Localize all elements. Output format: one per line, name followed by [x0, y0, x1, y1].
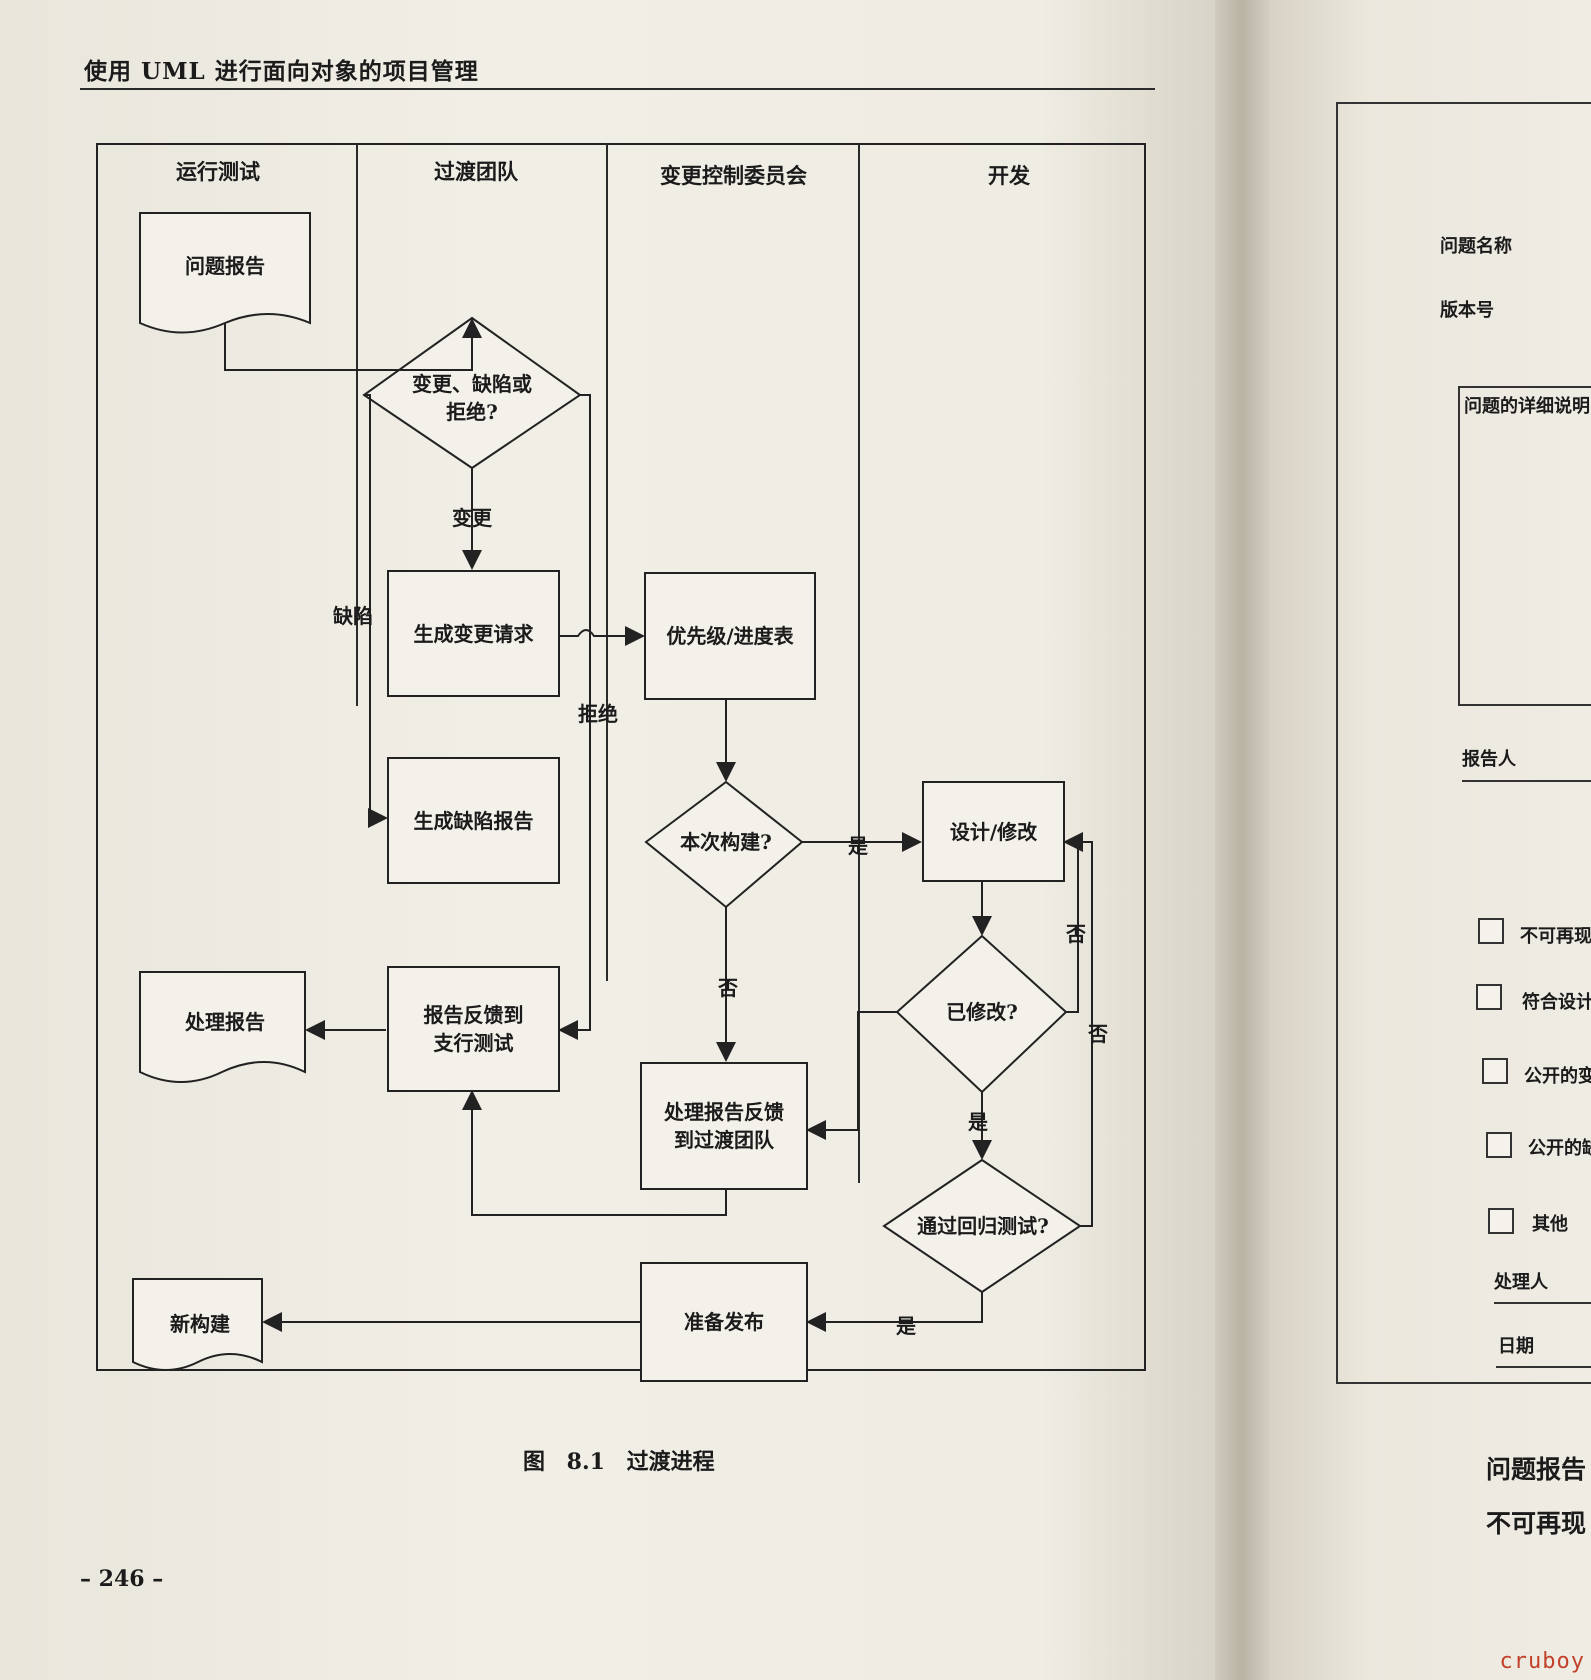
book-gutter	[1215, 0, 1275, 1680]
decision-modified: 已修改?	[946, 1000, 1018, 1024]
decision-change-defect-reject: 变更、缺陷或 拒绝?	[412, 372, 532, 424]
node-process-report: 处理报告	[185, 1010, 265, 1034]
checkbox-not-reproducible[interactable]	[1478, 918, 1504, 944]
doc-shape-new-build	[132, 1278, 263, 1371]
decision-regression: 通过回归测试?	[917, 1214, 1049, 1238]
checkbox-label-open-defect: 公开的缺	[1528, 1138, 1591, 1159]
decision-this-build: 本次构建?	[680, 830, 772, 854]
edge-label-yes-1: 是	[848, 834, 868, 858]
handler-line	[1494, 1302, 1591, 1304]
edge-label-change: 变更	[452, 506, 492, 530]
node-process-feedback: 处理报告反馈 到过渡团队	[640, 1062, 808, 1190]
checkbox-label-other: 其他	[1532, 1214, 1568, 1235]
field-handler: 处理人	[1494, 1272, 1548, 1293]
checkbox-label-not-reproducible: 不可再现	[1520, 926, 1591, 947]
lane-divider-1	[356, 143, 358, 706]
lane-label-transition-team: 过渡团队	[434, 159, 518, 184]
form-outline	[1336, 102, 1591, 1384]
node-report-feedback: 报告反馈到 支行测试	[387, 966, 560, 1092]
edge-label-no-1: 否	[718, 976, 738, 1000]
edge-label-yes-2: 是	[968, 1110, 988, 1134]
figure-caption: 图 8.1 过渡进程	[523, 1449, 715, 1475]
doc-shape-process-report	[139, 971, 306, 1083]
node-gen-change-request: 生成变更请求	[387, 570, 560, 697]
checkbox-per-design[interactable]	[1476, 984, 1502, 1010]
detail-box	[1458, 386, 1591, 706]
page-number: – 246 –	[80, 1566, 164, 1592]
node-design-modify: 设计/修改	[922, 781, 1065, 882]
checkbox-open-defect[interactable]	[1486, 1132, 1512, 1158]
edge-label-defect: 缺陷	[333, 604, 373, 628]
lane-label-development: 开发	[988, 163, 1030, 188]
node-gen-defect-report: 生成缺陷报告	[387, 757, 560, 884]
field-detail-description: 问题的详细说明	[1464, 396, 1590, 417]
right-footer-line-1: 问题报告	[1486, 1455, 1587, 1484]
field-version: 版本号	[1440, 300, 1494, 321]
edge-label-reject: 拒绝	[578, 702, 618, 726]
right-footer-line-2: 不可再现	[1486, 1509, 1587, 1538]
doc-shape-problem-report	[139, 212, 311, 334]
checkbox-label-open-change: 公开的变	[1524, 1066, 1591, 1087]
running-header: 使用 UML 进行面向对象的项目管理	[84, 58, 479, 85]
date-line	[1496, 1366, 1591, 1368]
node-prepare-release: 准备发布	[640, 1262, 808, 1382]
right-page	[1270, 0, 1591, 1680]
lane-label-run-test: 运行测试	[176, 159, 260, 184]
reporter-line	[1462, 780, 1591, 782]
checkbox-label-per-design: 符合设计	[1522, 992, 1591, 1013]
header-rule	[80, 88, 1155, 90]
checkbox-open-change[interactable]	[1482, 1058, 1508, 1084]
diagram-frame	[96, 143, 1146, 1371]
checkbox-other[interactable]	[1488, 1208, 1514, 1234]
lane-label-ccb: 变更控制委员会	[660, 163, 807, 188]
lane-divider-2	[606, 143, 608, 981]
node-problem-report: 问题报告	[185, 254, 265, 278]
edge-label-no-2: 否	[1066, 922, 1086, 946]
edge-label-yes-3: 是	[896, 1314, 916, 1338]
node-priority-schedule: 优先级/进度表	[644, 572, 816, 700]
field-date: 日期	[1498, 1336, 1534, 1357]
field-problem-name: 问题名称	[1440, 236, 1512, 257]
lane-divider-3	[858, 143, 860, 1183]
edge-label-no-3: 否	[1088, 1022, 1108, 1046]
node-new-build: 新构建	[170, 1312, 230, 1336]
field-reporter: 报告人	[1462, 749, 1516, 770]
watermark: cruboy	[1499, 1649, 1585, 1674]
